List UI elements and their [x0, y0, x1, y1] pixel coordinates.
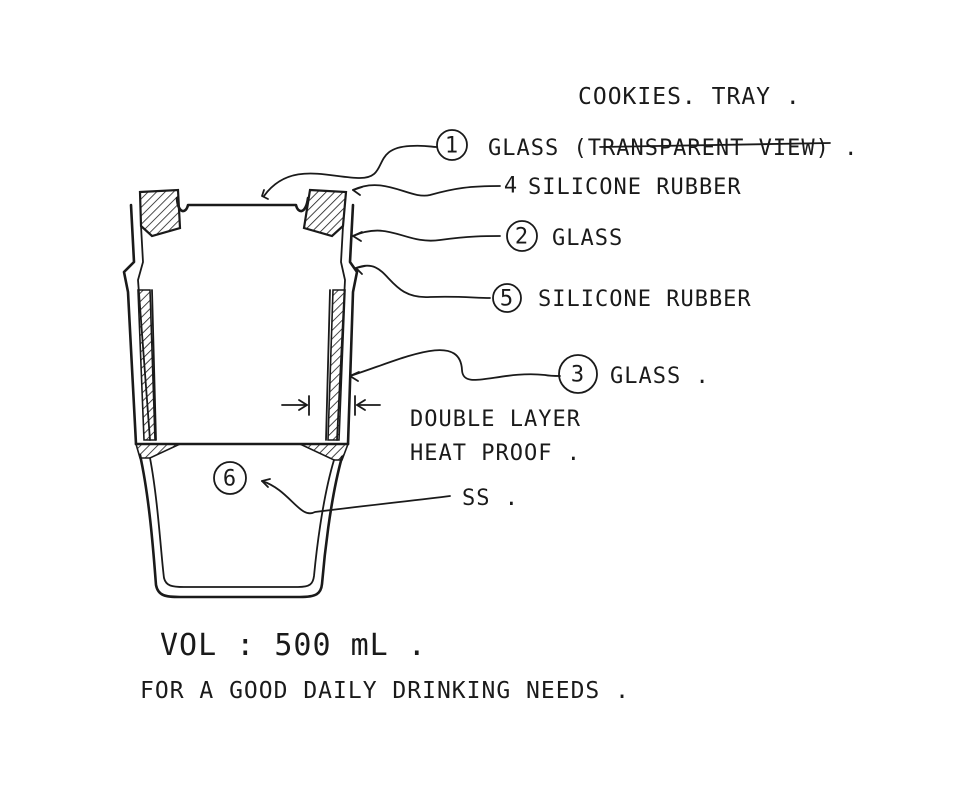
arrow-4 — [352, 186, 363, 196]
leader-3 — [349, 349, 561, 381]
arrow-6 — [261, 478, 271, 488]
callout-circle-5 — [492, 283, 522, 313]
silicone-sleeve-left — [137, 289, 156, 441]
outer-wall-right — [346, 203, 359, 446]
leader-2 — [352, 229, 501, 242]
callout-circle-2 — [506, 220, 538, 252]
label-2: GLASS — [552, 226, 623, 251]
label-3: GLASS . — [610, 364, 710, 389]
underline-transparent-view — [599, 142, 831, 148]
callout-circle-6 — [213, 461, 247, 495]
callout-circle-1 — [436, 129, 468, 161]
label-6: SS . — [462, 486, 519, 511]
note-volume: VOL : 500 mL . — [160, 628, 427, 663]
label-5: SILICONE RUBBER — [538, 287, 752, 312]
dim-arrow-left — [298, 399, 308, 411]
lid-glass — [175, 196, 310, 213]
leader-6 — [261, 480, 451, 515]
callout-markers: 1 4 2 5 3 6 — [213, 129, 598, 495]
callout-number-3: 3 — [571, 363, 585, 388]
cup-body — [122, 188, 359, 599]
leader-lines — [261, 144, 561, 515]
junction-hatch-left — [134, 443, 181, 459]
callout-number-1: 1 — [445, 134, 459, 159]
steel-base-inner — [149, 457, 335, 588]
note-footer: FOR A GOOD DAILY DRINKING NEEDS . — [140, 678, 630, 704]
arrow-1 — [261, 189, 269, 200]
leader-4 — [352, 184, 501, 197]
dimension-line-1: DOUBLE LAYER — [410, 407, 581, 432]
callout-labels: COOKIES. TRAY . GLASS (TRANSPARENT VIEW)… — [410, 84, 858, 511]
callout-number-2: 2 — [515, 225, 529, 250]
gasket-left — [138, 188, 182, 238]
leader-5 — [355, 264, 491, 299]
steel-base-outer — [138, 453, 344, 599]
callout-number-4: 4 — [504, 174, 518, 199]
callout-number-6: 6 — [223, 467, 237, 492]
outer-wall-left — [122, 203, 138, 446]
label-4: SILICONE RUBBER — [528, 175, 742, 200]
bottom-notes: VOL : 500 mL . FOR A GOOD DAILY DRINKING… — [140, 628, 630, 704]
callout-circle-3 — [558, 354, 598, 394]
dimension-marker — [281, 395, 381, 416]
arrow-3 — [349, 371, 360, 382]
arrow-5 — [355, 265, 366, 275]
double-layer-left-inner — [151, 289, 157, 441]
dimension-line-2: HEAT PROOF . — [410, 441, 581, 466]
gasket-right — [302, 188, 348, 238]
label-1: GLASS (TRANSPARENT VIEW) . — [488, 136, 858, 161]
silicone-sleeve-right — [327, 289, 346, 441]
double-layer-right-inner — [325, 289, 331, 441]
dim-arrow-right — [356, 399, 366, 411]
callout-number-5: 5 — [500, 287, 514, 312]
note-top: COOKIES. TRAY . — [578, 84, 801, 110]
leader-1 — [263, 144, 438, 197]
arrow-2 — [352, 231, 363, 242]
